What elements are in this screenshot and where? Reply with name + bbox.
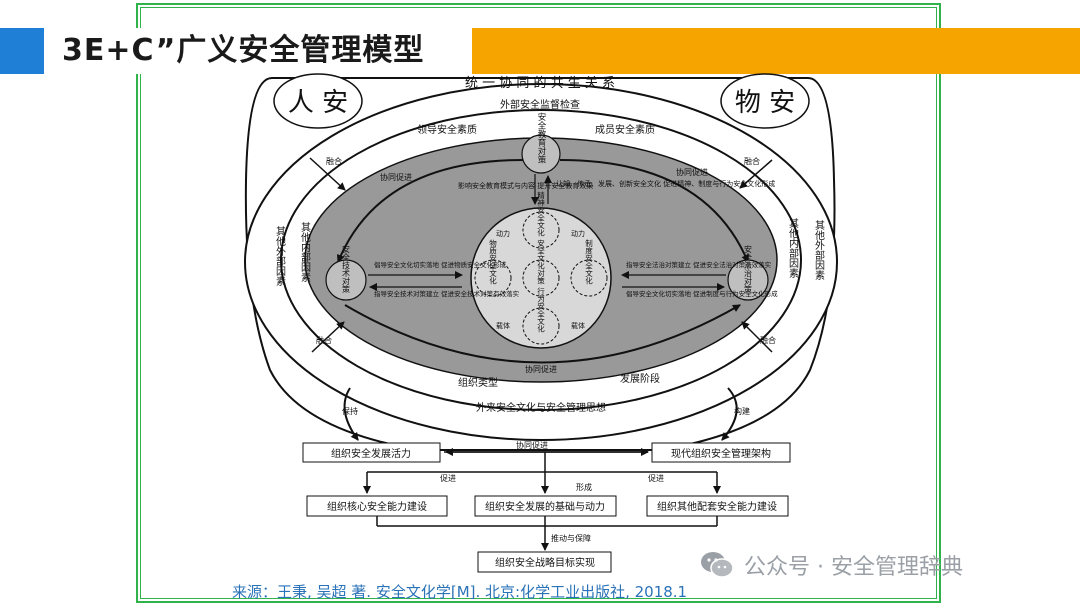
foundation: 组织安全发展的基础与动力 xyxy=(485,500,605,513)
vitality-box xyxy=(302,442,441,463)
other-outer-right: 其他外部因素 xyxy=(813,220,825,280)
spirit-culture-node xyxy=(522,211,560,249)
education-measures: 安全教育对策 xyxy=(536,112,546,165)
law-node xyxy=(727,259,769,301)
arc-right-top xyxy=(559,159,749,263)
fusion-bl: 融合 xyxy=(316,335,332,345)
wu-an-circle xyxy=(720,73,810,129)
form: 形成 xyxy=(576,482,592,492)
title-background xyxy=(52,28,472,74)
vitality: 组织安全发展活力 xyxy=(331,447,411,460)
promote-tr: 协同促进 xyxy=(676,167,708,177)
green-frame-inner xyxy=(140,7,937,599)
promote-tl: 协同促进 xyxy=(380,172,412,182)
culture-behavior: 行为安全文化 xyxy=(536,286,545,334)
fusion-tr: 融合 xyxy=(744,156,760,166)
sustain-arrow xyxy=(343,387,359,441)
ren-an-label: 人 安 xyxy=(288,88,348,118)
fusion-arrow-br xyxy=(741,321,773,353)
behavior-culture-node xyxy=(522,307,560,345)
title-accent-orange xyxy=(468,28,1080,74)
leader-quality: 领导安全素质 xyxy=(417,123,477,136)
page-title: 3E+C”广义安全管理模型 xyxy=(62,33,425,68)
tech-measures: 安全技术对策 xyxy=(342,244,351,294)
promote-r2: 促进 xyxy=(648,473,664,483)
tech-node xyxy=(325,259,367,301)
wechat-icon xyxy=(700,551,734,579)
build: 构建 xyxy=(734,406,750,416)
arc-left-top xyxy=(336,159,524,263)
material-culture-node xyxy=(474,259,512,297)
watermark: 公众号 · 安全管理辞典 xyxy=(700,548,963,582)
dev-stage: 发展阶段 xyxy=(620,372,660,385)
member-quality: 成员安全素质 xyxy=(595,123,655,136)
tech-desc-1: 倡导安全文化切实落地 促进物质安全文化形成 xyxy=(374,260,507,269)
education-node xyxy=(521,134,561,174)
culture-spirit: 精神安全文化 xyxy=(536,190,545,238)
law-desc-1: 指导安全法治对策建立 促进安全法治对策有效落实 xyxy=(626,260,772,269)
green-frame xyxy=(136,3,941,603)
org-type: 组织类型 xyxy=(458,376,498,389)
strategy: 组织安全战略目标实现 xyxy=(495,556,595,569)
watermark-text: 公众号 · 安全管理辞典 xyxy=(744,555,963,580)
wu-an-label: 物 安 xyxy=(735,88,795,118)
law-desc-2: 倡导安全文化切实落地 促进制度与行为安全文化形成 xyxy=(626,289,778,298)
external-supervision: 外部安全监督检查 xyxy=(500,98,580,111)
core-capacity: 组织核心安全能力建设 xyxy=(327,500,427,513)
other-inner-right: 其他内部因素 xyxy=(787,218,799,278)
culture-circle xyxy=(470,207,612,349)
framework: 现代组织安全管理架构 xyxy=(671,447,771,460)
edu-desc-right: 认知、传承、发展、创新安全文化 促进精神、制度与行为安全文化形成 xyxy=(556,179,775,188)
promote-mid: 协同促进 xyxy=(516,440,548,450)
supporting: 组织其他配套安全能力建设 xyxy=(657,500,777,513)
fusion-arrow-tl xyxy=(309,157,346,191)
arc-bottom xyxy=(344,304,741,364)
edu-desc-left: 影响安全教育模式与内容 提升安全教育效果 xyxy=(458,181,593,190)
source-citation: 来源：王秉, 吴超 著. 安全文化学[M]. 北京:化学工业出版社, 2018.… xyxy=(232,583,688,601)
other-outer-left: 其他外部因素 xyxy=(274,226,286,286)
flow-bl: 载体 xyxy=(496,321,510,330)
culture-system: 制度安全文化 xyxy=(584,238,593,285)
law-measures: 安全法治对策 xyxy=(744,244,753,294)
fusion-tl: 融合 xyxy=(326,156,342,166)
center-culture-node xyxy=(522,259,560,297)
fusion-arrow-tr xyxy=(739,159,773,189)
strategy-box xyxy=(477,551,612,573)
flow-br: 载体 xyxy=(571,321,585,330)
title-accent-blue xyxy=(0,28,44,74)
fusion-arrow-bl xyxy=(311,321,345,353)
tech-desc-2: 指导安全技术对策建立 促进安全技术对策有效落实 xyxy=(374,289,520,298)
build-arrow xyxy=(721,387,738,441)
top-label: 统 一 协 同 的 共 生 关 系 xyxy=(465,75,615,91)
promote-bottom: 协同促进 xyxy=(525,364,557,374)
flow-tl: 动力 xyxy=(496,229,510,238)
framework-box xyxy=(651,442,791,463)
drive: 推动与保障 xyxy=(551,533,591,543)
culture-material: 物质安全文化 xyxy=(488,238,497,285)
culture-center: 安全文化对策 xyxy=(536,238,545,285)
flow-tr: 动力 xyxy=(571,229,585,238)
foreign-thought: 外来安全文化与安全管理思想 xyxy=(476,401,606,414)
ren-an-circle xyxy=(273,73,363,129)
other-inner-left: 其他内部因素 xyxy=(299,222,311,282)
promote-l2: 促进 xyxy=(440,473,456,483)
system-culture-node xyxy=(570,259,608,297)
sustain: 保持 xyxy=(342,406,358,416)
fusion-br: 融合 xyxy=(760,335,776,345)
